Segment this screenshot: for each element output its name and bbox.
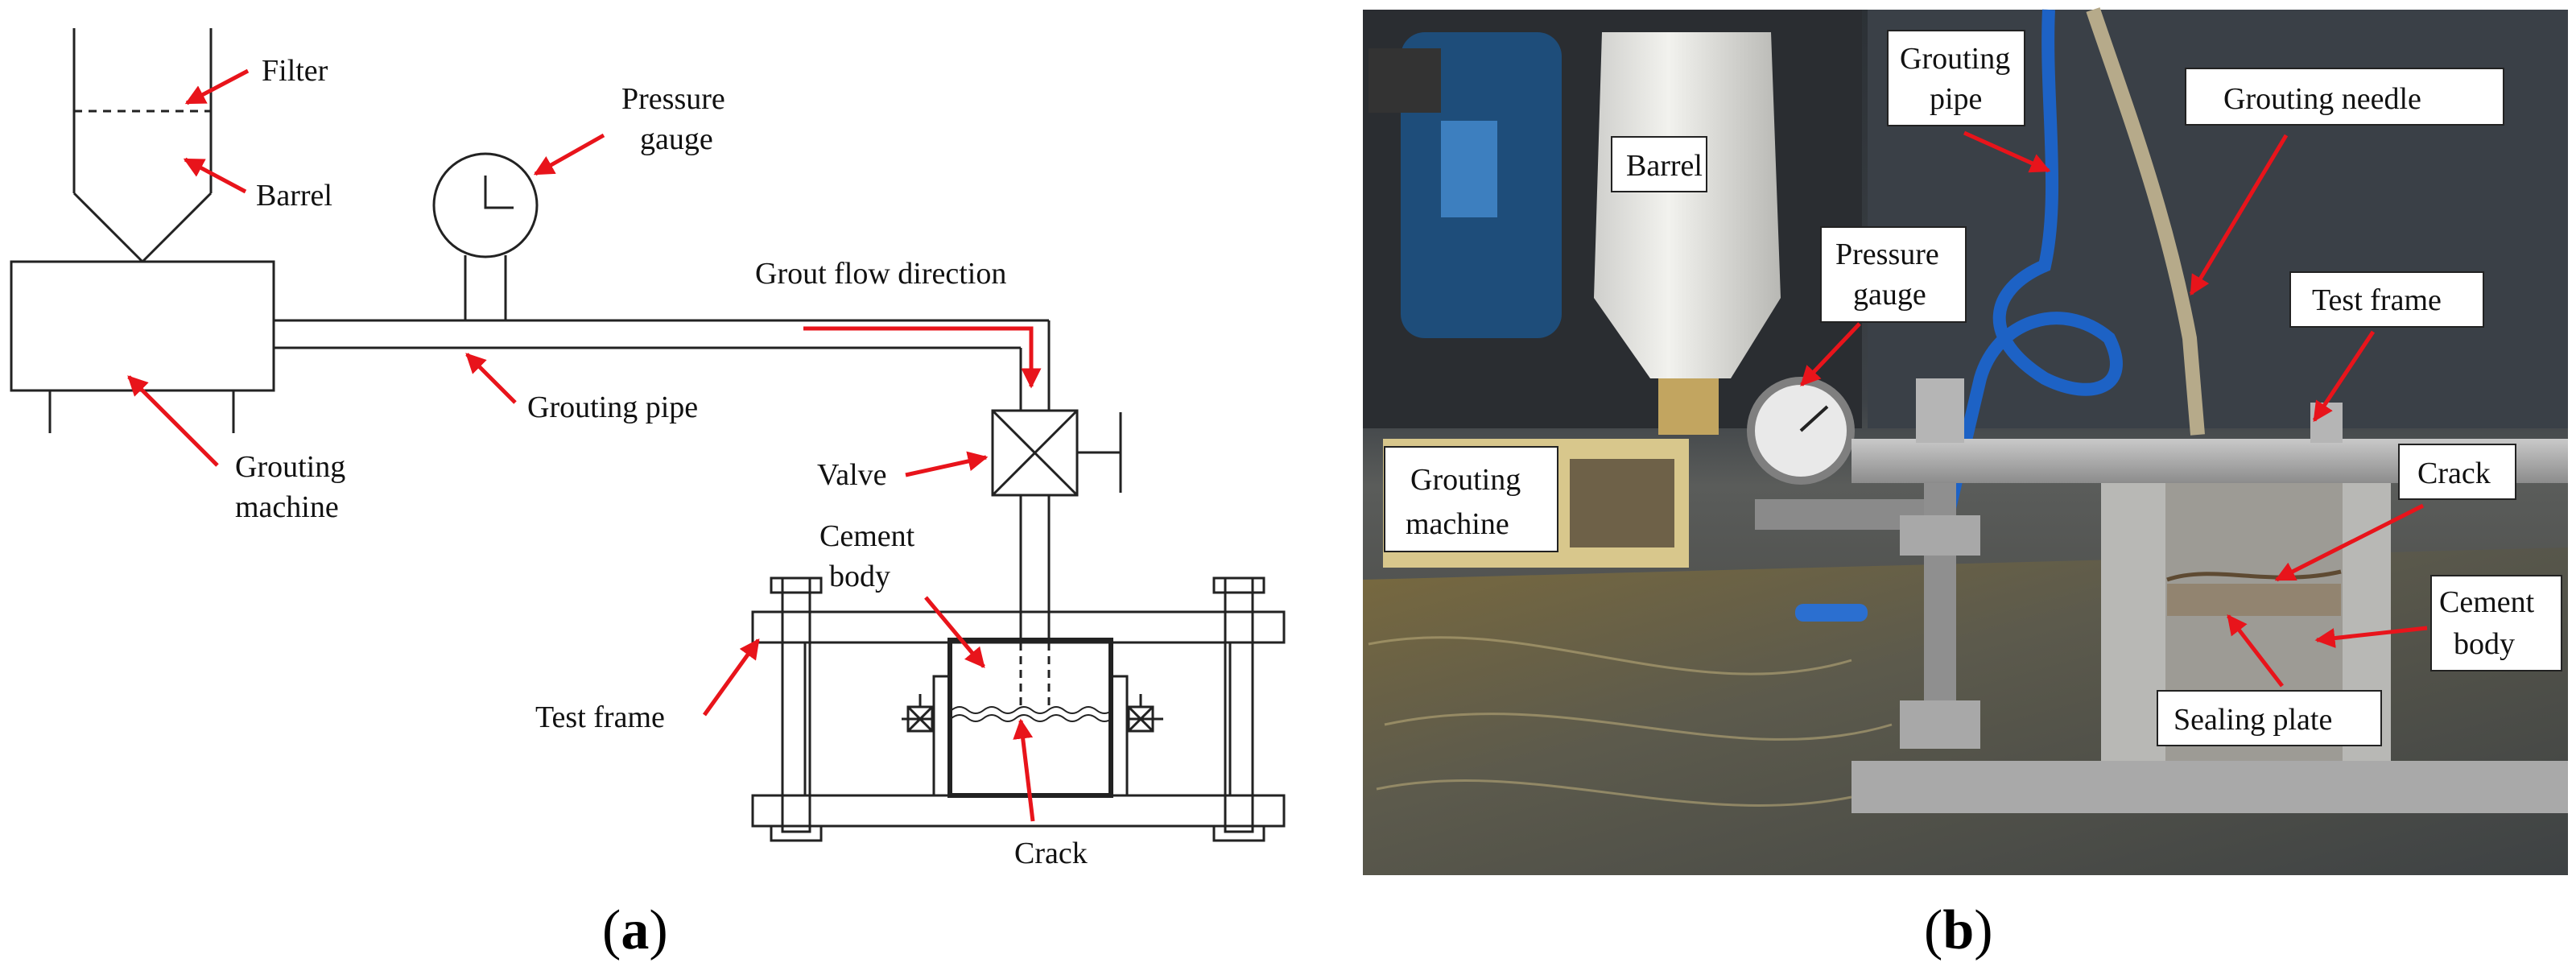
grouting-machine-box (10, 260, 275, 433)
label-b-pressure-gauge-line1: Pressure (1835, 238, 1939, 271)
barrel-hopper (72, 28, 213, 263)
label-barrel: Barrel (256, 179, 332, 213)
label-grouting-machine-line2: machine (235, 490, 339, 524)
label-b-grouting-machine-line1: Grouting (1410, 463, 1521, 497)
valve-symbol (991, 409, 1122, 497)
arrow-b-test-frame (2312, 330, 2376, 423)
panel-a-labels: Filter Barrel Pressure gauge Grout flow … (235, 54, 1088, 870)
box-grouting-machine: Grouting machine (1384, 446, 1558, 552)
grouting-pipe-photo (1942, 9, 2123, 517)
arrow-valve (905, 451, 989, 477)
box-barrel: Barrel (1611, 136, 1707, 192)
arrow-crack (1013, 718, 1035, 822)
panel-b-photo (1363, 7, 2568, 875)
cement-body-symbol (902, 638, 1163, 798)
arrow-grouting-machine (127, 375, 219, 467)
label-valve: Valve (817, 458, 887, 492)
label-grouting-machine-line1: Grouting (235, 450, 345, 484)
test-frame-photo (1852, 378, 2568, 813)
box-cement-body: Cement body (2430, 575, 2562, 671)
panel-a-arrows (127, 68, 1042, 822)
label-b-pressure-gauge-line2: gauge (1853, 278, 1926, 312)
barrel-photo (1594, 32, 1781, 435)
box-crack: Crack (2398, 444, 2516, 500)
pressure-gauge-symbol (432, 152, 539, 320)
label-b-grouting-pipe-line2: pipe (1930, 82, 1982, 116)
arrow-grouting-pipe (465, 353, 517, 404)
grouting-needle-photo (2086, 7, 2205, 436)
arrow-b-sealing-plate (2227, 614, 2284, 688)
label-b-cement-body-line1: Cement (2439, 585, 2535, 619)
label-b-cement-body-line2: body (2454, 627, 2515, 661)
label-b-crack: Crack (2417, 457, 2491, 490)
arrow-b-cement-body (2314, 626, 2428, 648)
panel-a-schematic (10, 28, 1286, 842)
panel-b-labels: Barrel Grouting pipe Grouting needle Pre… (1384, 30, 2562, 746)
arrow-grout-flow (803, 326, 1042, 389)
panel-b-arrows (1800, 130, 2428, 688)
label-cement-body-line1: Cement (819, 519, 915, 553)
box-test-frame: Test frame (2289, 271, 2484, 328)
grouting-pipe (274, 319, 1051, 411)
arrow-filter (184, 68, 250, 105)
arrow-b-pressure-gauge (1800, 322, 1861, 386)
label-filter: Filter (262, 54, 328, 88)
label-b-sealing-plate: Sealing plate (2174, 703, 2332, 737)
arrow-b-grouting-needle (2189, 134, 2289, 296)
label-b-grouting-pipe-line1: Grouting (1900, 42, 2010, 76)
arrow-barrel (183, 157, 247, 194)
arrow-pressure-gauge (533, 133, 605, 176)
box-grouting-needle: Grouting needle (2185, 68, 2504, 126)
label-b-grouting-needle: Grouting needle (2223, 82, 2421, 116)
label-pressure-gauge-line2: gauge (640, 122, 713, 156)
caption-b: (b) (1924, 899, 1993, 961)
label-test-frame: Test frame (535, 700, 665, 734)
drill-photo (1368, 32, 1562, 338)
label-b-barrel: Barrel (1626, 149, 1703, 183)
label-cement-body-line2: body (829, 560, 890, 593)
label-pressure-gauge-line1: Pressure (621, 82, 725, 116)
label-b-test-frame: Test frame (2312, 283, 2442, 317)
label-crack: Crack (1014, 837, 1088, 870)
box-grouting-pipe: Grouting pipe (1887, 30, 2025, 126)
arrow-b-grouting-pipe (1963, 130, 2051, 173)
arrow-test-frame (702, 638, 761, 717)
caption-a: (a) (602, 899, 668, 961)
label-grout-flow-direction: Grout flow direction (755, 257, 1006, 291)
arrow-b-crack (2274, 503, 2425, 582)
label-grouting-pipe: Grouting pipe (527, 390, 698, 424)
label-b-grouting-machine-line2: machine (1406, 507, 1509, 541)
box-sealing-plate: Sealing plate (2157, 690, 2382, 746)
box-pressure-gauge: Pressure gauge (1820, 226, 1967, 323)
arrow-cement-body (924, 596, 985, 668)
